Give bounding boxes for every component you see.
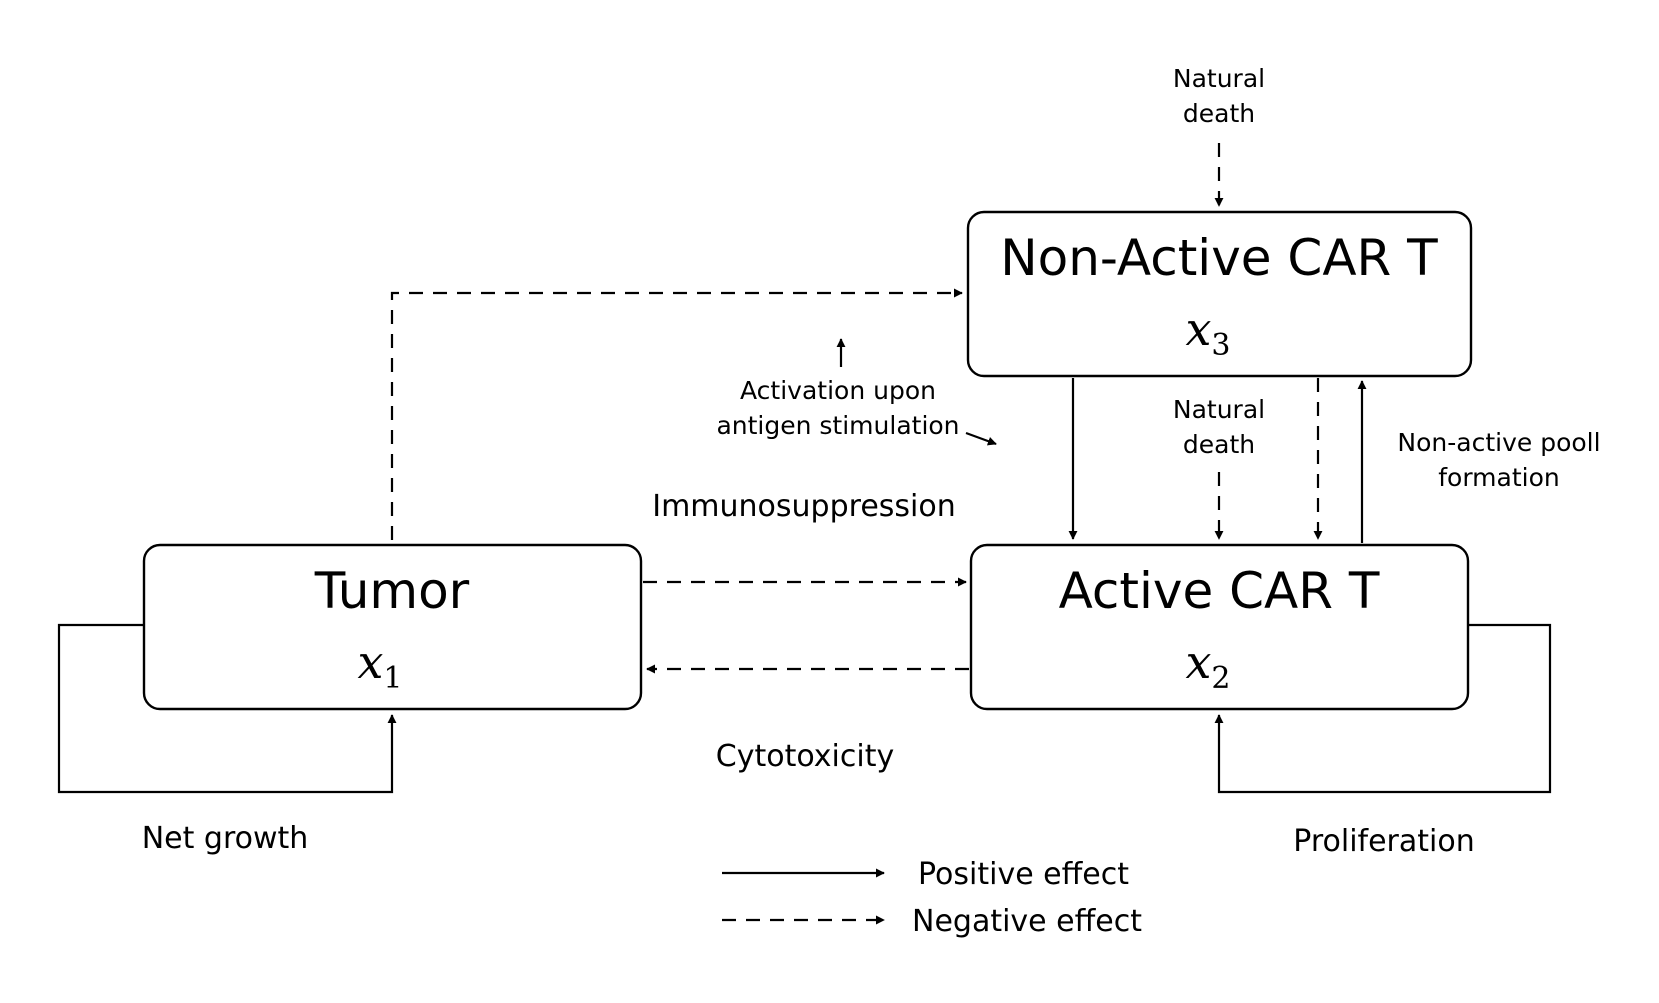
label-natural-death-top: Natural death [1173, 64, 1265, 128]
edge-net-growth [57, 623, 397, 794]
svg-text:death: death [1183, 430, 1255, 459]
label-natural-death-mid: Natural death [1173, 395, 1265, 459]
svg-text:death: death [1183, 99, 1255, 128]
edge-activation [390, 288, 963, 540]
svg-text:Activation upon: Activation upon [740, 376, 936, 405]
label-cytotoxicity: Cytotoxicity [716, 739, 894, 774]
tumor-variable: x1 [357, 635, 402, 696]
label-immunosuppression: Immunosuppression [652, 489, 956, 524]
svg-text:formation: formation [1438, 463, 1560, 492]
svg-text:Natural: Natural [1173, 395, 1265, 424]
active-car-t-title: Active CAR T [1059, 562, 1380, 620]
non-active-car-t-title: Non-Active CAR T [1000, 229, 1438, 287]
svg-text:Natural: Natural [1173, 64, 1265, 93]
legend-positive-label: Positive effect [918, 857, 1129, 892]
active-car-t-node[interactable]: Active CAR T x2 [969, 543, 1470, 711]
label-proliferation: Proliferation [1293, 824, 1474, 859]
label-activation: Activation upon antigen stimulation [716, 376, 959, 440]
label-net-growth: Net growth [142, 821, 309, 856]
tumor-title: Tumor [314, 562, 470, 620]
legend-negative-label: Negative effect [912, 904, 1142, 939]
non-active-car-t-node[interactable]: Non-Active CAR T x3 [966, 210, 1473, 378]
active-car-t-variable: x2 [1185, 635, 1230, 696]
edge-activation-label-arrow-diag [965, 431, 997, 446]
edge-proliferation [1214, 623, 1552, 794]
legend: Positive effect Negative effect [722, 857, 1142, 939]
non-active-car-t-variable: x3 [1185, 302, 1230, 363]
svg-text:antigen stimulation: antigen stimulation [716, 411, 959, 440]
tumor-node[interactable]: Tumor x1 [142, 543, 643, 711]
svg-text:Non-active pooll: Non-active pooll [1397, 428, 1600, 457]
label-pool-formation: Non-active pooll formation [1397, 428, 1600, 492]
